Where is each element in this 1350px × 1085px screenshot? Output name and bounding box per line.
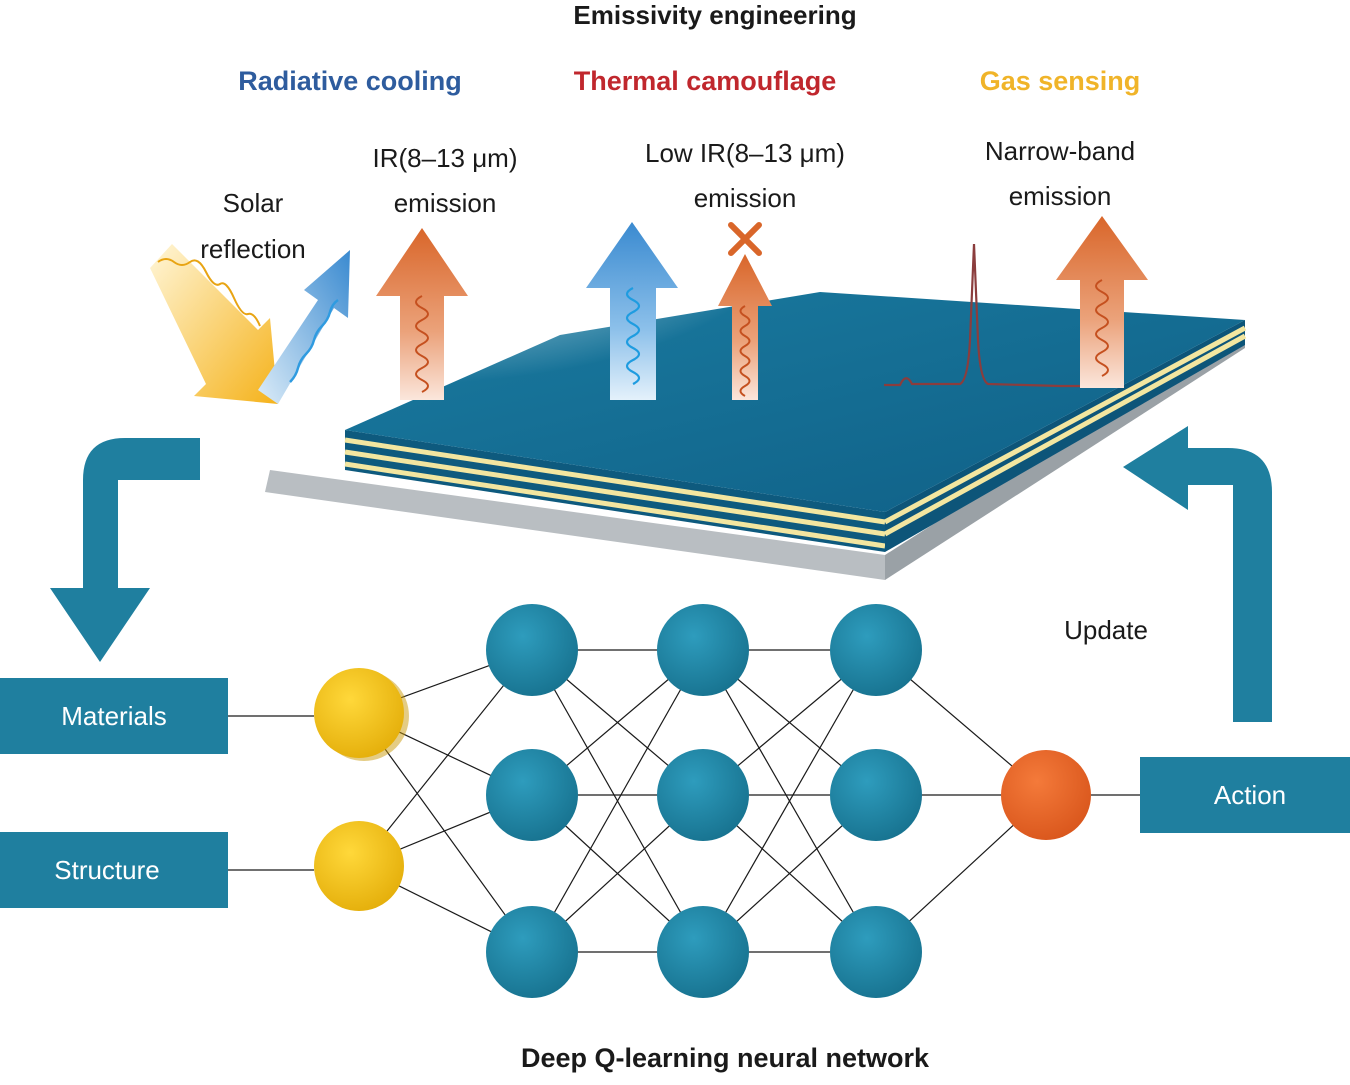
slab-front-edge xyxy=(265,470,885,580)
ambient-emission-arrow xyxy=(586,222,678,400)
slab-stripe-side-2 xyxy=(883,333,1247,537)
slab-stripe-3 xyxy=(344,461,886,549)
update-up-arrow xyxy=(1123,426,1272,722)
ir-emission-arrow xyxy=(376,228,468,400)
hidden-node xyxy=(657,604,749,696)
low-ir-arrow xyxy=(718,254,772,400)
hidden-node xyxy=(486,749,578,841)
solar-label-line2: reflection xyxy=(200,234,306,264)
hidden-hidden-link xyxy=(702,649,877,953)
hidden-node xyxy=(657,749,749,841)
diagram-title: Emissivity engineering xyxy=(573,0,857,30)
hidden-node xyxy=(486,906,578,998)
narrow-label-line2: emission xyxy=(1008,181,1112,211)
input-nodes xyxy=(314,668,409,911)
input-node-structure xyxy=(314,821,404,911)
narrow-band-arrow xyxy=(1056,216,1148,388)
network-caption: Deep Q-learning neural network xyxy=(520,1043,930,1073)
hidden-hidden-link xyxy=(531,649,704,953)
feedback-down-arrow xyxy=(50,438,200,662)
hidden-node xyxy=(657,906,749,998)
cross-mark-icon xyxy=(728,222,762,256)
application-radiative-cooling: Radiative cooling xyxy=(238,66,462,96)
output-node xyxy=(1001,750,1091,840)
hidden-nodes xyxy=(486,604,922,998)
low-ir-label-line2: emission xyxy=(693,183,797,213)
slab-stripe-2 xyxy=(344,449,886,537)
application-thermal-camouflage: Thermal camouflage xyxy=(573,66,837,96)
ir-label-line2: emission xyxy=(393,188,497,218)
reflected-arrow xyxy=(258,250,350,404)
slab-stripe-side-1 xyxy=(883,325,1247,525)
hidden-node xyxy=(486,604,578,696)
hidden-node xyxy=(830,906,922,998)
ir-label-line1: IR(8–13 μm) xyxy=(372,143,518,173)
action-output-box: Action xyxy=(1140,757,1350,833)
hidden-node xyxy=(830,749,922,841)
narrow-band-spectrum xyxy=(884,243,1080,388)
materials-input-box: Materials xyxy=(0,678,228,754)
hidden-node xyxy=(830,604,922,696)
multilayer-slab xyxy=(140,160,1247,580)
slab-stripe-1 xyxy=(344,437,886,525)
input-node-materials xyxy=(314,668,404,758)
solar-label-line1: Solar xyxy=(222,188,284,218)
application-gas-sensing: Gas sensing xyxy=(979,66,1141,96)
narrow-label-line1: Narrow-band xyxy=(984,136,1136,166)
structure-input-box: Structure xyxy=(0,832,228,908)
solar-incoming-arrow xyxy=(150,244,278,404)
update-label: Update xyxy=(1064,615,1148,645)
low-ir-label-line1: Low IR(8–13 μm) xyxy=(645,138,845,168)
input-hidden-link xyxy=(358,649,533,867)
